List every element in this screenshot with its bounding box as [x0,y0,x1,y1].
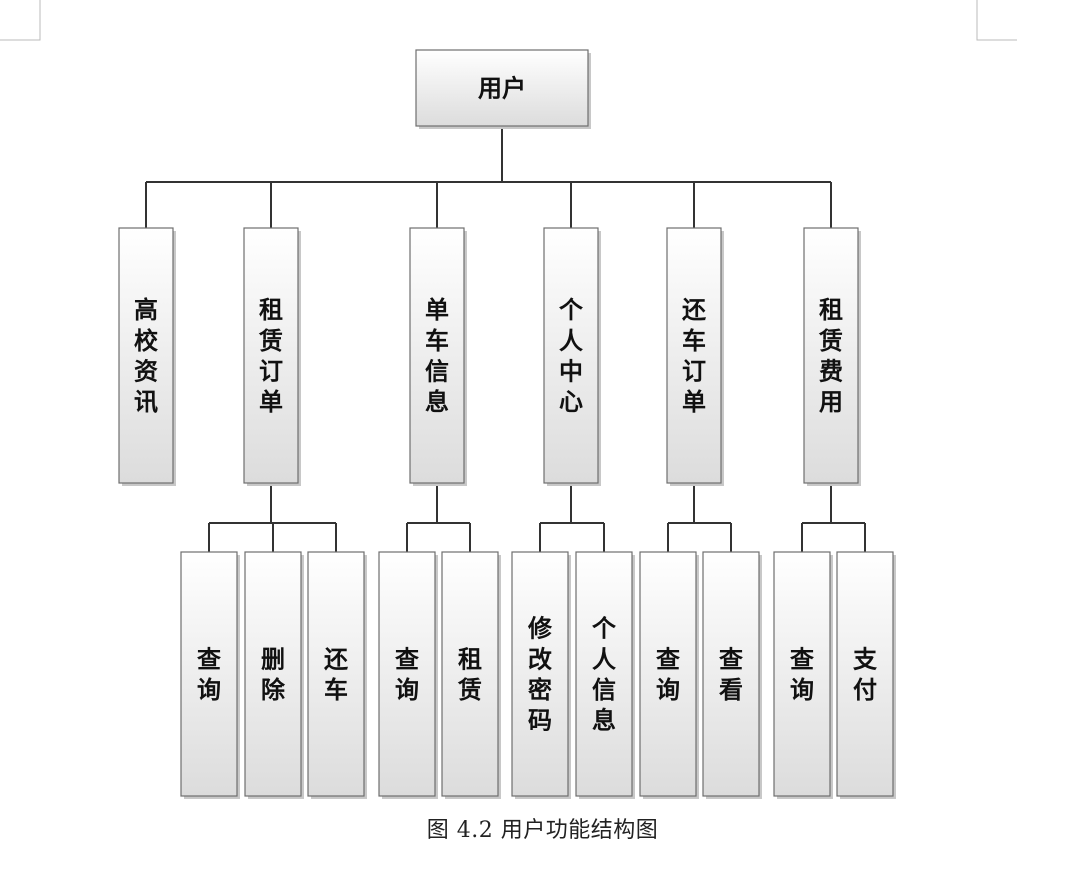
category-node-box [543,227,599,484]
leaf-node: 删除 [244,551,304,799]
category-node: 个人中心 [543,227,601,486]
category-node-label: 个人中心 [559,296,584,416]
leaf-node: 支付 [836,551,896,799]
leaf-node: 租赁 [441,551,501,799]
diagram-nodes: 用户高校资讯租赁订单查询删除还车单车信息查询租赁个人中心修改密码个人信息还车订单… [118,49,896,799]
category-node-box [243,227,299,484]
leaf-node-label: 查询 [656,645,680,704]
leaf-node: 个人信息 [575,551,635,799]
category-node-box [803,227,859,484]
leaf-node-label: 查看 [719,645,743,704]
leaf-node-box [702,551,760,797]
leaf-node-label: 还车 [324,645,349,704]
category-node-box [666,227,722,484]
leaf-node: 修改密码 [511,551,571,799]
figure-caption: 图 4.2 用户功能结构图 [426,818,659,843]
category-node-box [118,227,174,484]
root-node-box [415,49,589,127]
leaf-node: 查询 [639,551,699,799]
category-node-label: 高校资讯 [134,296,159,416]
leaf-node-box [307,551,365,797]
category-node: 租赁费用 [803,227,861,486]
root-node-label: 用户 [478,75,526,103]
category-node-box [409,227,465,484]
leaf-node-label: 租赁 [457,645,482,704]
page-corner-marks [0,0,1017,41]
leaf-node: 查询 [773,551,833,799]
category-node-label: 租赁费用 [818,296,843,416]
leaf-node-box [244,551,302,797]
leaf-node: 查询 [378,551,438,799]
leaf-node-label: 修改密码 [527,615,553,735]
leaf-node-label: 查询 [790,645,814,704]
leaf-node-label: 支付 [853,645,878,704]
leaf-node-box [511,551,569,797]
category-node: 单车信息 [409,227,467,486]
leaf-node-box [575,551,633,797]
leaf-node-label: 查询 [395,645,419,704]
leaf-node-box [180,551,238,797]
category-node: 还车订单 [666,227,724,486]
category-node-label: 还车订单 [682,296,707,416]
leaf-node-box [639,551,697,797]
root-node: 用户 [415,49,591,129]
leaf-node-label: 个人信息 [592,615,617,735]
category-node-label: 单车信息 [425,296,449,416]
leaf-node-box [836,551,894,797]
leaf-node-label: 查询 [197,645,221,704]
leaf-node: 查询 [180,551,240,799]
leaf-node-box [773,551,831,797]
leaf-node: 还车 [307,551,367,799]
connector-lines [145,126,866,552]
leaf-node: 查看 [702,551,762,799]
leaf-node-label: 删除 [261,645,286,704]
leaf-node-box [378,551,436,797]
category-node: 租赁订单 [243,227,301,486]
category-node: 高校资讯 [118,227,176,486]
leaf-node-box [441,551,499,797]
category-node-label: 租赁订单 [258,296,283,416]
